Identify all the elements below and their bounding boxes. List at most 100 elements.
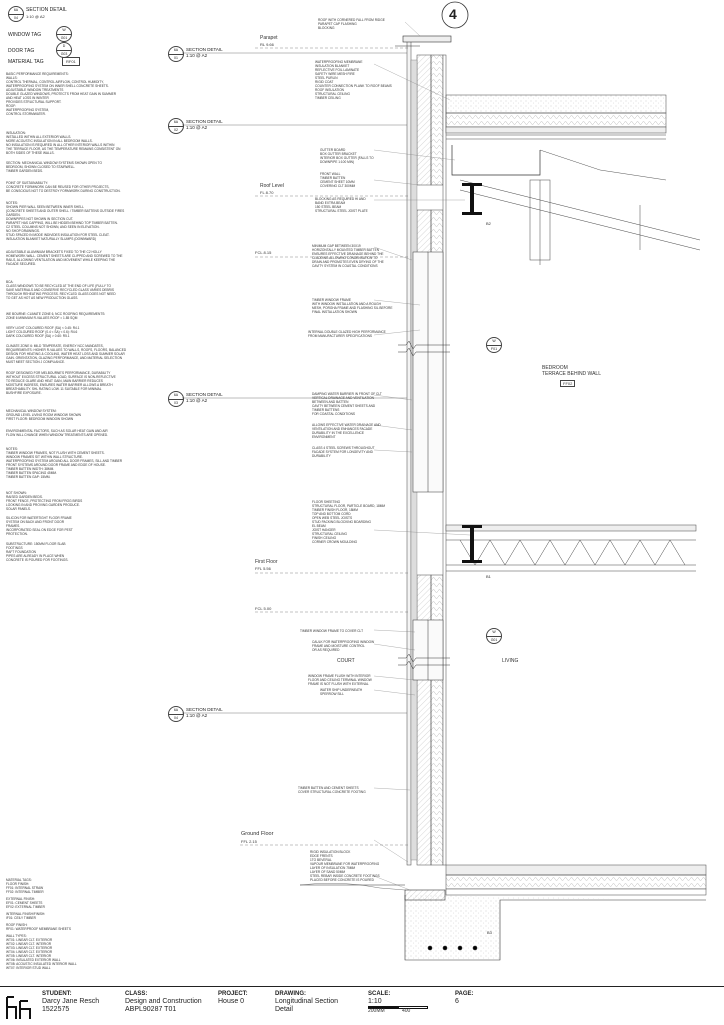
window-tag-f01[interactable]: W F01 [486,337,502,353]
section-ref-4-label: SECTION DETAIL [186,707,223,712]
section-drawing [182,1,707,961]
note-window-frames: NOTES: TIMBER WINDOW FRAMES, NOT FLUSH W… [6,447,123,479]
scale-bar-right: 400 [402,1008,411,1014]
window-tag-g01[interactable]: W G01 [486,628,502,644]
annotation-floor-layers: FLOOR SHEETING STRUCTURAL FLOOR, PARTICL… [312,500,386,544]
legend-section-label: SECTION DETAIL [26,7,67,13]
legend-section-tag: 6A 04 [8,6,24,22]
note-mechanical-section: SECTION: MECHANICAL WINDOW SYSTEMS SHOWN… [6,161,102,173]
room-bedroom-name: BEDROOM [542,365,568,371]
annotation-window-frame: TIMBER WINDOW FRAME WITH WINDOW INSTALLA… [312,298,393,314]
note-roof-colour: VERY LIGHT COLOURED ROOF (SA) < 0.45: R4… [6,326,80,338]
level-first-name: First Floor [255,559,278,565]
section-ref-1-label: SECTION DETAIL [186,47,223,52]
beam-label-b3: B3 [487,930,492,935]
level-fcl-upper: FCL 8.15 [255,250,272,255]
drawing-number-circle [441,1,469,29]
level-first-rl: FFL 5.56 [255,566,271,571]
drawing-number: 4 [449,6,457,22]
steel-beam-roof [462,183,482,215]
note-not-shown: NOT SHOWN: RAISED GARDEN BEDS. FRONT FEN… [6,491,83,511]
annotation-double-glazed: INTERNAL DOUBLE GLAZED HIGH PERFORMANCE … [308,330,386,338]
footing [404,889,706,961]
ground-slab [445,864,707,896]
room-bedroom-sub: TERRACE BEHIND WALL [542,371,601,377]
section-ref-3-tag: 6A 03 [168,391,184,407]
note-sustainability: POINT OF SUSTAINABILITY: CONCRETE FORMWO… [6,181,121,193]
material-legend-roof: ROOF FINISH: RF01: WATERPROOF MEMBRANE S… [6,923,71,931]
level-roof-name: Roof Level [260,183,284,189]
note-insulation: INSULATION: INSTALLED WITHIN ALL EXTERIO… [6,131,121,155]
section-ref-3-label: SECTION DETAIL [186,392,223,397]
annotation-blocking: BLOCKING AS REQUIRED HI AND BAND EXTRA B… [315,197,368,213]
beam-label-b1: B1 [486,574,491,579]
steel-beam-first [462,525,482,563]
material-legend-walls: WALL TYPES: WT01: LINEAR CLT. EXTERIOR W… [6,934,77,970]
section-ref-1-scale: 1:10 @ A2 [186,53,208,58]
note-substructure: SUBSTRUCTURE: 150MM FLOOR SLAB FOOTINGS … [6,542,69,562]
room-court: COURT [337,658,355,664]
beam-label-b2: B2 [486,221,491,226]
chair-logo-icon [6,996,31,1019]
annotation-roof-layers: WATERPROOFING MEMBRANE INSULATION BLANKE… [315,60,392,100]
note-brackets: ADJUSTABLE ALUMINIUM BRACKETS FIXED TO T… [6,250,123,266]
soffit-beam [459,179,701,265]
annotation-window-frame-clt: TIMBER WINDOW FRAME TO COVER CLT [300,629,364,633]
tb-scale: SCALE: 1:10 200MM 400 [368,990,448,1016]
section-ref-2-scale: 1:10 @ A2 [186,125,208,130]
legend-window-tag: W G01 [56,26,72,42]
annotation-footing-cover: TIMBER BATTEN AND CEMENT SHEETS COVER ST… [298,786,366,794]
level-fcl-mid: FCL 5.00 [255,606,272,611]
legend-window-label: WINDOW TAG [8,32,42,38]
roof-assembly [445,94,667,181]
tb-page: PAGE: 6 [455,991,474,1005]
note-shown-pier: NOTES: SHOWN PIER WALL SEEN BETWEEN INNE… [6,201,125,241]
scale-bar-left: 200MM [368,1008,385,1014]
room-living: LIVING [502,658,519,664]
level-parapet-name: Parapet [260,35,278,41]
note-silicon: SILICON FOR WATERTIGHT FLOOR FRAME SYSTE… [6,516,73,536]
scale-bar-2 [398,1006,428,1009]
section-ref-2-tag: 6A 02 [168,118,184,134]
section-ref-2-label: SECTION DETAIL [186,119,223,124]
room-bedroom-code: FF02 [560,380,576,387]
window-living [412,619,444,681]
tb-drawing: DRAWING: Longitudinal Section Detail [275,991,339,1013]
note-environmental: ENVIRONMENTAL FACTORS, SUCH AS SOLAR HEA… [6,429,109,437]
legend-material-label: MATERIAL TAG [8,59,44,65]
note-bca: BCA: CLASS WINDOWS TO BE RECYCLED AT THE… [6,280,116,300]
first-floor-joist [445,524,697,572]
tb-project: PROJECT: House 0 [218,991,248,1005]
annotation-water-ship: WATER SHIP UNDERNEATH SPERROW SILL [320,688,363,696]
annotation-parapet: ROOF WITH CORNERED FALL FROM RIDGE PARAP… [318,18,385,30]
section-ref-4-scale: 1:10 @ A2 [186,713,208,718]
annotation-class4-screws: CLASS 4 STEEL SCREWS THROUGHOUT FACADE S… [312,446,375,458]
section-ref-3-scale: 1:10 @ A2 [186,398,208,403]
note-climate-zone: WE BOURNE: CLIMATE ZONE 6, NCC ROOFING R… [6,312,106,320]
annotation-slab-layers: RIGID INSULATION BLOCK EDGE FRENTS 1TO B… [310,850,380,882]
tb-class: CLASS: Design and Construction ABPL90287… [125,991,202,1013]
level-parapet-rl: RL 9.66 [260,42,274,47]
material-legend-internal: INTERNAL FINISH/FINISH: IF01: CEILY TIMB… [6,912,46,920]
legend: 6A 04 SECTION DETAIL 1:10 @ A2 WINDOW TA… [6,4,126,64]
annotation-drainage: ALLOWS EFFECTIVE WATER DRAINAGE AND VENT… [312,423,381,439]
note-mech-window: MECHANICAL WINDOW SYSTEM: GROUND LEVEL L… [6,409,81,421]
annotation-window-flush: WINDOW FRAME FLUSH WITH INTERIOR FLOOR A… [308,674,372,686]
material-legend-external: EXTERNAL FINISH: EF01: CEMENT SHEETS EF0… [6,897,45,909]
material-legend-floor: MATERIAL TAGS: FLOOR FINISH: FF01: INTER… [6,878,44,894]
annotation-damping-barrier: DAMPING WATER BARRIER IN FRONT OF CLT VE… [312,392,382,416]
legend-section-scale: 1:10 @ A2 [26,14,45,19]
level-roof-rl: FL 8.70 [260,190,274,195]
note-performance: BASIC PERFORMANCE REQUIREMENTS: WALLS: C… [6,72,117,116]
legend-material-tag: RF01 [62,57,80,66]
annotation-front-wall: FRONT WALL TIMBER BATTEN CEMENT SHEET 10… [320,172,356,188]
tb-student: STUDENT: Darcy Jane Resch 1522575 [42,991,100,1013]
section-ref-1-tag: 6A 01 [168,46,184,62]
scale-bar [368,1006,398,1009]
annotation-battens-gap: MINIMUM GAP BETWEEN 30X19 HORIZONTALLY M… [312,244,384,268]
annotation-caulk: CAULK FOR WATERPROOFING WINDOW FRAME AND… [312,640,375,652]
note-roof-design: ROOF DESIGNED FOR MELBOURNE'S PERFORMANC… [6,371,116,395]
note-mild-temperate: CLIMATE ZONE 6: MILD TEMPERATE, ENERGY N… [6,344,127,364]
title-block: STUDENT: Darcy Jane Resch 1522575 CLASS:… [0,986,724,1025]
level-ground-name: Ground Floor [241,831,274,837]
